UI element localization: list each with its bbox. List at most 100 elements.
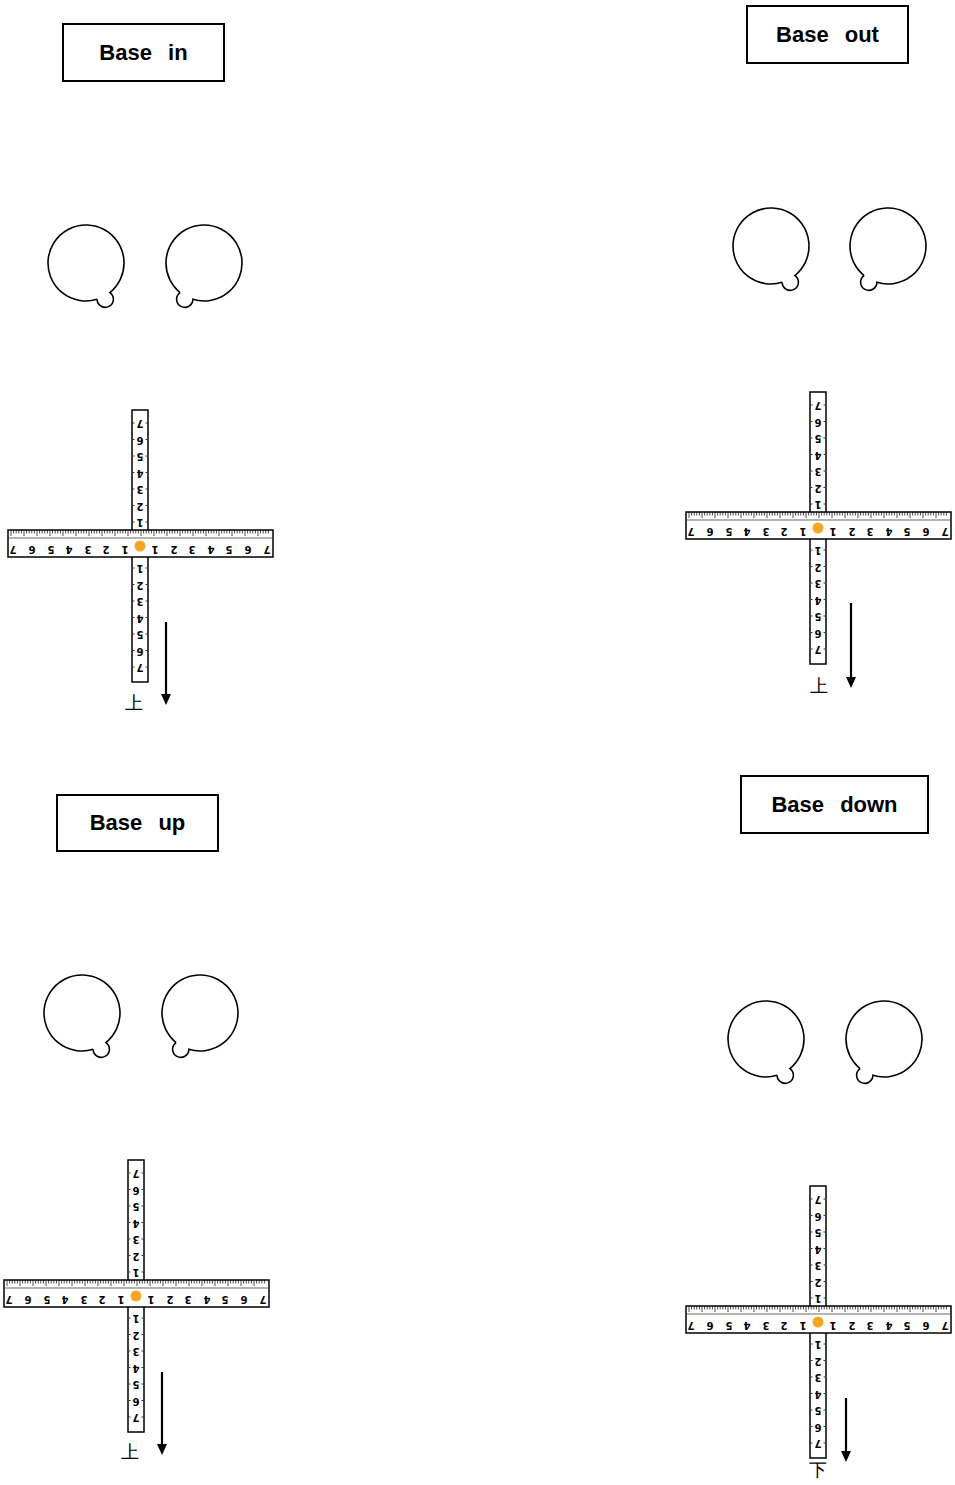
scale-tick xyxy=(767,1306,768,1312)
scale-dash xyxy=(824,438,826,439)
scale-tick xyxy=(738,512,739,516)
scale-dash xyxy=(142,1351,144,1352)
scale-tick xyxy=(917,1306,918,1310)
scale-tick xyxy=(79,1280,80,1284)
scale-tick xyxy=(925,512,926,516)
scale-tick xyxy=(894,1306,895,1310)
scale-tick xyxy=(202,1280,203,1286)
title-box: Base up xyxy=(56,794,219,852)
scale-number: 3 xyxy=(815,466,822,476)
scale-number: 7 xyxy=(10,544,17,554)
scale-line xyxy=(687,520,950,521)
scale-tick xyxy=(798,512,799,516)
scale-tick xyxy=(207,1280,208,1284)
eye-outline xyxy=(850,208,926,290)
scale-tick xyxy=(206,530,207,536)
scale-tick xyxy=(116,1280,117,1284)
scale-dash xyxy=(824,1281,826,1282)
scale-tick xyxy=(928,512,929,516)
scale-number: 6 xyxy=(815,1422,822,1432)
scale-tick xyxy=(780,512,781,518)
scale-tick xyxy=(131,1280,132,1284)
scale-tick xyxy=(74,1280,75,1284)
scale-number: 7 xyxy=(259,1294,266,1304)
scale-tick xyxy=(9,1280,10,1284)
scale-tick xyxy=(761,1306,762,1310)
scale-tick xyxy=(37,530,38,536)
scale-tick xyxy=(748,512,749,516)
scale-dash xyxy=(133,439,135,440)
scale-tick xyxy=(803,512,804,516)
scale-tick xyxy=(897,1306,898,1312)
scale-number: 5 xyxy=(222,1294,229,1304)
scale-tick xyxy=(78,530,79,534)
scale-tick xyxy=(800,512,801,516)
scale-number: 2 xyxy=(781,1320,788,1330)
scale-tick xyxy=(246,1280,247,1284)
scale-tick xyxy=(717,512,718,516)
scale-tick xyxy=(816,512,817,516)
scale-tick xyxy=(146,530,147,534)
scale-number: 2 xyxy=(781,526,788,536)
scale-tick xyxy=(98,1280,99,1286)
scale-tick xyxy=(754,512,755,518)
scale-number: 1 xyxy=(133,1313,140,1323)
scale-tick xyxy=(790,512,791,516)
scale-number: 5 xyxy=(133,1201,140,1211)
scale-tick xyxy=(148,530,149,534)
scale-dash xyxy=(811,1281,813,1282)
scale-tick xyxy=(234,530,235,534)
scale-tick xyxy=(839,512,840,516)
scale-tick xyxy=(57,530,58,534)
cross-ruler xyxy=(686,1186,951,1458)
scale-tick xyxy=(886,1306,887,1310)
scale-tick xyxy=(92,1280,93,1284)
scale-tick xyxy=(25,1280,26,1284)
scale-dash xyxy=(129,1400,131,1401)
scale-tick xyxy=(780,1306,781,1312)
scale-number: 1 xyxy=(133,1267,140,1277)
scale-tick xyxy=(860,512,861,516)
scale-number: 1 xyxy=(148,1294,155,1304)
scale-dash xyxy=(146,522,148,523)
scale-tick xyxy=(89,530,90,536)
scale-number: 4 xyxy=(815,1389,822,1399)
scale-dash xyxy=(129,1239,131,1240)
scale-tick xyxy=(808,512,809,516)
scale-tick xyxy=(819,1306,820,1312)
scale-tick xyxy=(741,512,742,518)
scale-tick xyxy=(855,1306,856,1310)
scale-tick xyxy=(39,530,40,534)
scale-number: 2 xyxy=(99,1294,106,1304)
title-text: Base out xyxy=(776,22,879,48)
scale-tick xyxy=(66,1280,67,1284)
scale-tick xyxy=(899,512,900,516)
scale-tick xyxy=(18,530,19,534)
scale-tick xyxy=(108,1280,109,1284)
arrow-head xyxy=(841,1451,851,1462)
scale-number: 5 xyxy=(133,1379,140,1389)
scale-dash xyxy=(824,1232,826,1233)
scale-tick xyxy=(76,530,77,536)
scale-number: 3 xyxy=(815,1260,822,1270)
scale-dash xyxy=(811,599,813,600)
scale-tick xyxy=(133,530,134,534)
scale-number: 6 xyxy=(923,526,930,536)
scale-number: 1 xyxy=(152,544,159,554)
scale-dash xyxy=(129,1334,131,1335)
scale-dash xyxy=(824,566,826,567)
scale-tick xyxy=(691,1306,692,1310)
scale-tick xyxy=(247,530,248,534)
scale-number: 4 xyxy=(207,544,214,554)
scale-tick xyxy=(261,1280,262,1284)
scale-tick xyxy=(902,512,903,516)
scale-tick xyxy=(44,530,45,534)
scale-tick xyxy=(715,512,716,518)
scale-tick xyxy=(943,512,944,516)
direction-label: 下 xyxy=(809,1461,827,1479)
scale-tick xyxy=(238,1280,239,1284)
scale-number: 1 xyxy=(118,1294,125,1304)
scale-tick xyxy=(13,530,14,534)
scale-tick xyxy=(813,512,814,516)
scale-tick xyxy=(790,1306,791,1310)
